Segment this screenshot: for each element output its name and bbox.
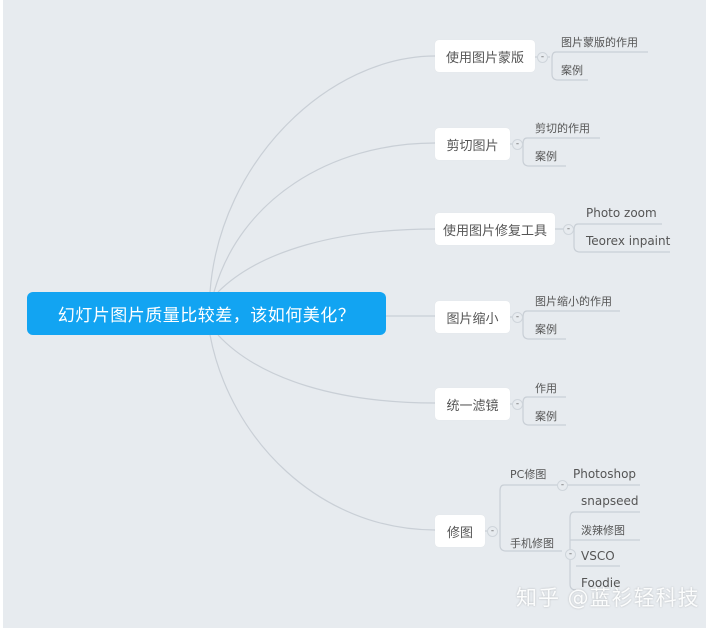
leaf-topic[interactable]: Photoshop	[573, 467, 637, 481]
collapse-toggle[interactable]: -	[512, 312, 523, 323]
branch-shrink-image[interactable]: 图片缩小	[435, 301, 510, 333]
collapse-toggle[interactable]: -	[512, 139, 523, 150]
leaf-topic[interactable]: 泼辣修图	[581, 524, 625, 537]
collapse-toggle[interactable]: -	[565, 549, 576, 560]
branch-unified-filter[interactable]: 统一滤镜	[435, 388, 510, 420]
collapse-toggle[interactable]: -	[537, 52, 548, 63]
leaf-topic[interactable]: 案例	[535, 410, 557, 423]
collapse-toggle[interactable]: -	[512, 399, 523, 410]
leaf-topic[interactable]: Foodie	[581, 576, 621, 590]
leaf-topic[interactable]: Teorex inpaint	[586, 234, 671, 248]
leaf-topic[interactable]: 作用	[535, 382, 557, 395]
leaf-topic[interactable]: 图片蒙版的作用	[561, 36, 638, 49]
collapse-toggle[interactable]: -	[557, 480, 568, 491]
branch-crop-image[interactable]: 剪切图片	[435, 128, 510, 160]
root-topic[interactable]: 幻灯片图片质量比较差，该如何美化？	[27, 292, 386, 335]
subtopic-mobile-retouch[interactable]: 手机修图	[510, 537, 554, 550]
collapse-toggle[interactable]: -	[563, 224, 574, 235]
leaf-topic[interactable]: snapseed	[581, 494, 639, 508]
leaf-topic[interactable]: 案例	[535, 323, 557, 336]
leaf-topic[interactable]: VSCO	[581, 549, 615, 563]
branch-image-mask[interactable]: 使用图片蒙版	[435, 40, 535, 72]
leaf-topic[interactable]: Photo zoom	[586, 206, 657, 220]
branch-retouch[interactable]: 修图	[435, 515, 485, 547]
subtopic-pc-retouch[interactable]: PC修图	[510, 468, 547, 481]
leaf-topic[interactable]: 图片缩小的作用	[535, 295, 612, 308]
leaf-topic[interactable]: 剪切的作用	[535, 122, 590, 135]
collapse-toggle[interactable]: -	[487, 526, 498, 537]
leaf-topic[interactable]: 案例	[535, 150, 557, 163]
branch-repair-tools[interactable]: 使用图片修复工具	[435, 213, 555, 245]
watermark: 知乎 @蓝衫轻科技	[516, 586, 700, 610]
leaf-topic[interactable]: 案例	[561, 64, 583, 77]
